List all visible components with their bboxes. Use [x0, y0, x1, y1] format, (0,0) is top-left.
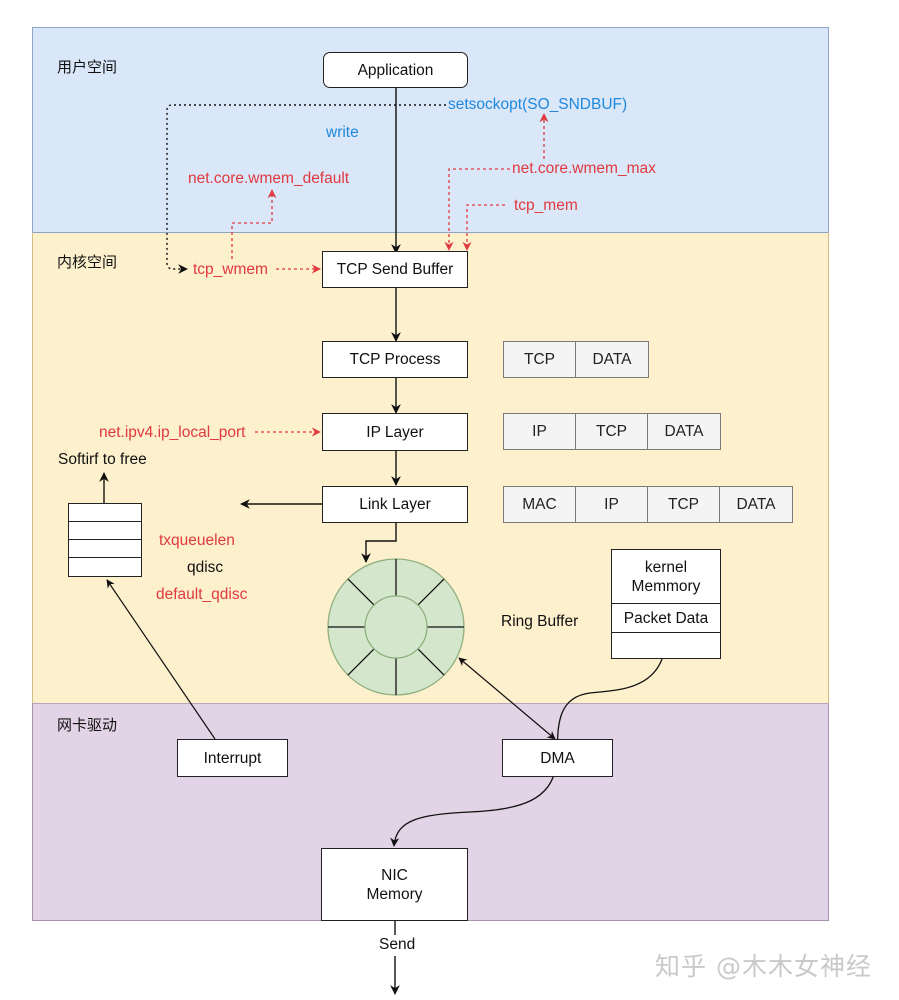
- nic-memory-node[interactable]: NIC Memory: [321, 848, 468, 921]
- application-label: Application: [357, 61, 434, 79]
- txqueuelen-label: txqueuelen: [159, 532, 235, 549]
- ring-buffer-slot-divider: [417, 648, 445, 676]
- write-label: write: [326, 124, 359, 141]
- tcp-process-label: TCP Process: [349, 351, 441, 368]
- tcp-wmem-label: tcp_wmem: [193, 261, 268, 278]
- arrow-ring-dma-bidirectional: [458, 657, 556, 740]
- ring-buffer-inner: [364, 595, 428, 659]
- arrow-linklayer-to-ringbuffer: [361, 522, 397, 563]
- qdisc-queue[interactable]: [68, 503, 142, 577]
- interrupt-node[interactable]: Interrupt: [177, 739, 288, 777]
- queue-slot: [68, 521, 142, 540]
- packet-segment: IP: [503, 413, 576, 450]
- queue-slot: [68, 503, 142, 522]
- packet-segment: IP: [575, 486, 648, 523]
- packet-data-label: Packet Data: [623, 609, 709, 627]
- packet-segment: DATA: [647, 413, 721, 450]
- nic-memory-label-line1: NIC: [381, 866, 408, 884]
- packet-segment: TCP: [647, 486, 720, 523]
- queue-slot: [68, 539, 142, 558]
- tcp-process-node[interactable]: TCP Process: [322, 341, 468, 378]
- default-qdisc-label: default_qdisc: [156, 586, 248, 603]
- user-space-label: 用户空间: [57, 59, 118, 76]
- link-layer-node[interactable]: Link Layer: [322, 486, 468, 523]
- arrow-tcpwmem-to-wmemdefault: [231, 189, 277, 259]
- ip-layer-label: IP Layer: [366, 423, 424, 441]
- dma-node[interactable]: DMA: [502, 739, 613, 777]
- ring-buffer-label: Ring Buffer: [501, 613, 579, 630]
- ring-buffer-slot-divider: [347, 648, 375, 676]
- qdisc-label: qdisc: [187, 559, 224, 576]
- tcp-send-buffer-node[interactable]: TCP Send Buffer: [322, 251, 468, 288]
- tcp-send-buffer-label: TCP Send Buffer: [336, 261, 454, 278]
- packet-segment: MAC: [503, 486, 576, 523]
- kernel-memory-label-line2: Memmory: [631, 577, 701, 595]
- wmem-default-label: net.core.wmem_default: [188, 170, 350, 187]
- ring-buffer-slot-divider: [417, 578, 445, 606]
- packet-segment: DATA: [719, 486, 793, 523]
- kernel-memory-empty-slot: [611, 632, 721, 659]
- ring-buffer-slot-divider: [347, 578, 375, 606]
- dma-label: DMA: [540, 749, 575, 767]
- application-node[interactable]: Application: [323, 52, 468, 88]
- ip-local-port-label: net.ipv4.ip_local_port: [99, 424, 246, 441]
- packet-segment: DATA: [575, 341, 649, 378]
- packet-segment: TCP: [503, 341, 576, 378]
- arrow-tcpmem-to-sendbuffer: [462, 204, 505, 251]
- watermark: 知乎 @木木女神经: [655, 952, 872, 981]
- arrow-setsockopt-to-tcpwmem: [166, 104, 446, 274]
- tcp-mem-label: tcp_mem: [514, 197, 578, 214]
- nic-memory-label-line2: Memory: [366, 885, 423, 903]
- wmem-max-label: net.core.wmem_max: [512, 160, 656, 177]
- queue-slot: [68, 557, 142, 577]
- nic-driver-label: 网卡驱动: [57, 717, 118, 734]
- send-label: Send: [377, 936, 418, 954]
- packet-data-node[interactable]: Packet Data: [611, 603, 721, 633]
- setsockopt-label: setsockopt(SO_SNDBUF): [448, 96, 628, 113]
- kernel-memory-label-line1: kernel: [644, 558, 688, 576]
- kernel-space-label: 内核空间: [57, 254, 118, 271]
- arrow-wmemmax-to-sendbuffer: [444, 168, 510, 251]
- packet-segment: TCP: [575, 413, 648, 450]
- arrow-interrupt-to-queue: [106, 579, 216, 740]
- link-layer-label: Link Layer: [359, 496, 431, 513]
- ip-layer-node[interactable]: IP Layer: [322, 413, 468, 451]
- kernel-memory-node[interactable]: kernel Memmory: [611, 549, 721, 604]
- ring-buffer-graphic: [327, 558, 465, 696]
- interrupt-label: Interrupt: [203, 749, 262, 767]
- softirq-label: Softirf to free: [58, 451, 147, 468]
